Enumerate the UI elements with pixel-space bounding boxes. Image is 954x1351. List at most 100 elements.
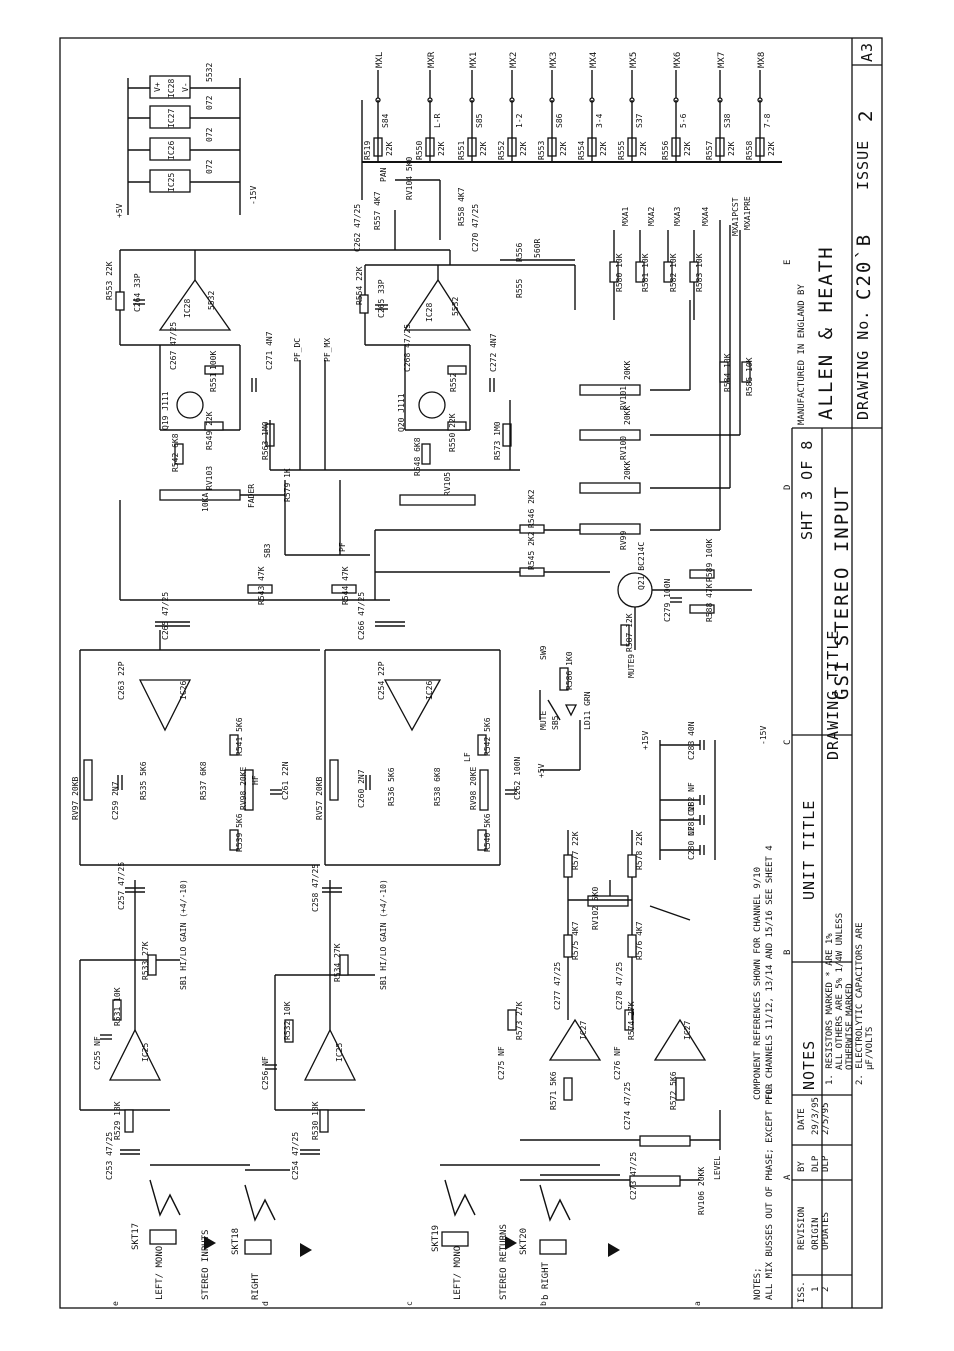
svg-text:IC26: IC26 — [167, 141, 176, 160]
component-label-r531: R531 10K — [113, 987, 122, 1026]
component-label-pf: PF — [338, 542, 347, 552]
svg-text:DRAWING No.: DRAWING No. — [854, 310, 872, 420]
component-label-c273: C273 47/25 — [629, 1152, 638, 1200]
power-ic-block: IC28 IC27 IC26 IC25 V+ V- 5532 072 072 0… — [115, 63, 258, 218]
svg-text:2: 2 — [855, 109, 877, 122]
svg-text:c: c — [405, 1301, 414, 1306]
skt18-label: SKT18 — [231, 1228, 241, 1255]
component-ref-note-1: COMPONENT REFERENCES SHOWN FOR CHANNEL 9… — [753, 867, 763, 1100]
component-label-r551: R551 — [209, 373, 218, 392]
rev1-by: DLP — [811, 1155, 821, 1172]
component-label-rv98: RV98 20KE — [239, 766, 248, 810]
component-label-c261: C261 22N — [281, 761, 290, 800]
component-label-r543: R543 47K — [257, 566, 266, 605]
component-label-r549: R549 22K — [205, 411, 214, 450]
component-label-1: RV100 — [619, 436, 628, 460]
component-label-0: MXA1 — [621, 207, 630, 226]
component-label-sw9: SW9 — [539, 645, 548, 660]
drawing-number: C20`B — [853, 233, 875, 300]
component-label-r533: R533 27K — [141, 941, 150, 980]
company-name: ALLEN & HEATH — [815, 245, 837, 420]
bus-resistor-label: R554 — [577, 141, 586, 160]
mix-note-heading: NOTES; — [753, 1267, 763, 1300]
component-label-c278: C278 47/25 — [615, 962, 624, 1010]
component-label-rv102: RV102 5K0 — [591, 886, 600, 930]
component-label-c263: C263 22P — [117, 661, 126, 700]
ic28-opamp-left — [158, 278, 232, 331]
component-label-pf-dc: PF_DC — [293, 338, 302, 362]
component-label-r556: R556 — [515, 243, 524, 262]
component-label-ic25: IC25 — [335, 1043, 344, 1062]
component-label-plus5v: +5V — [537, 763, 546, 778]
component-label-r576: R576 4K7 — [635, 921, 644, 960]
component-label-r573: R573 1M0 — [493, 421, 502, 460]
svg-text:e: e — [111, 1301, 120, 1306]
component-label-c257: C257 47/25 — [117, 862, 126, 910]
eq-section-lower — [324, 621, 517, 866]
bus-resistor-label: R550 — [415, 141, 424, 160]
component-label-rv106: RV106 20KK — [697, 1167, 706, 1215]
ic26-opamp-upper — [138, 679, 192, 732]
component-label-r589: R589 100K — [705, 538, 714, 582]
input-sockets — [149, 1164, 620, 1257]
bus-label-mx7: MX7 — [717, 52, 727, 68]
svg-text:ALL OTHERS ARE 5% 1/4W UNLESS: ALL OTHERS ARE 5% 1/4W UNLESS — [835, 913, 845, 1070]
notes-line4: 2. ELECTROLYTIC CAPACITORS ARE — [855, 922, 865, 1085]
bus-resistor-value: 22K — [599, 141, 608, 156]
component-label-r530: R530 18K — [311, 1101, 320, 1140]
notes-line3: OTHERWISE MARKED — [845, 983, 855, 1070]
component-label-lf: LF — [463, 752, 472, 762]
component-label-c277: C277 47/25 — [553, 962, 562, 1010]
component-label-r550: R550 22K — [448, 413, 457, 452]
component-label-k10a: 10KA — [201, 493, 210, 512]
component-label-c255: C255 NF — [93, 1036, 102, 1070]
bus-switch-label: S84 — [381, 113, 390, 128]
component-label-rv98b: RV98 20KE — [469, 766, 478, 810]
component-label-c268: C268 47/25 — [403, 324, 412, 372]
aux-send-block — [579, 220, 751, 535]
component-label-q20: Q20 J111 — [397, 393, 406, 432]
bus-label-mx2: MX2 — [509, 52, 519, 68]
bus-resistor-value: 22K — [683, 141, 692, 156]
bus-switch-label: 1-2 — [515, 113, 524, 128]
component-label-0: R580 10K — [615, 253, 624, 292]
bus-resistor-label: R552 — [497, 141, 506, 160]
svg-text:IC25: IC25 — [167, 173, 176, 192]
left-mono-label: LEFT/ MONO — [155, 1246, 165, 1300]
component-label-r553: R553 22K — [105, 261, 114, 300]
drawing-border — [59, 37, 883, 1309]
component-label-r538: R538 6K8 — [433, 767, 442, 806]
component-label-c272: C272 4N7 — [489, 333, 498, 372]
component-label-ic26: IC26 — [179, 681, 188, 700]
svg-text:FOR CHANNELS 11/12, 13/14 AND: FOR CHANNELS 11/12, 13/14 AND 15/16 SEE … — [765, 845, 775, 1100]
mute-transistor — [539, 569, 752, 771]
bus-switch-label: S86 — [555, 113, 564, 128]
component-label-r546: R546 2K2 — [527, 489, 536, 528]
component-label-mute9: MUTE9 — [627, 654, 636, 678]
component-label-r532: R532 10K — [283, 1001, 292, 1040]
bus-switch-label: 7-8 — [763, 113, 772, 128]
component-label-c274: C274 47/25 — [623, 1082, 632, 1130]
svg-text:ISSUE: ISSUE — [854, 140, 872, 190]
component-label-r557: R557 4K7 — [373, 191, 382, 230]
component-label-c264: C264 33P — [133, 273, 142, 312]
component-label-r577: R577 22K — [571, 831, 580, 870]
eq-section-upper — [79, 621, 320, 866]
issue-label: ISSUE — [854, 140, 872, 190]
component-label-rv103: RV103 — [205, 466, 214, 490]
revision-table: ISS. REVISION BY DATE 1 ORIGIN DLP 29/3/… — [792, 1097, 852, 1303]
component-label-r573b: R573 27K — [515, 1001, 524, 1040]
component-label-r536: R536 5K6 — [387, 767, 396, 806]
component-label-r542: R542 6K8 — [171, 433, 180, 472]
bus-resistor-value: 22K — [385, 141, 394, 156]
bus-resistor-value: 22K — [767, 141, 776, 156]
bus-switch-label: S37 — [635, 113, 644, 128]
component-label-n5532: 5532 — [207, 291, 216, 310]
component-label-hf: HF — [251, 775, 260, 785]
component-label-r587: R587 12K — [625, 613, 634, 652]
ic25-opamp-upper — [108, 1028, 162, 1081]
b-right-label: b RIGHT — [541, 1261, 551, 1300]
svg-text:MANUFACTURED IN ENGLAND BY: MANUFACTURED IN ENGLAND BY — [797, 284, 807, 425]
rev-header-date: DATE — [797, 1108, 807, 1130]
